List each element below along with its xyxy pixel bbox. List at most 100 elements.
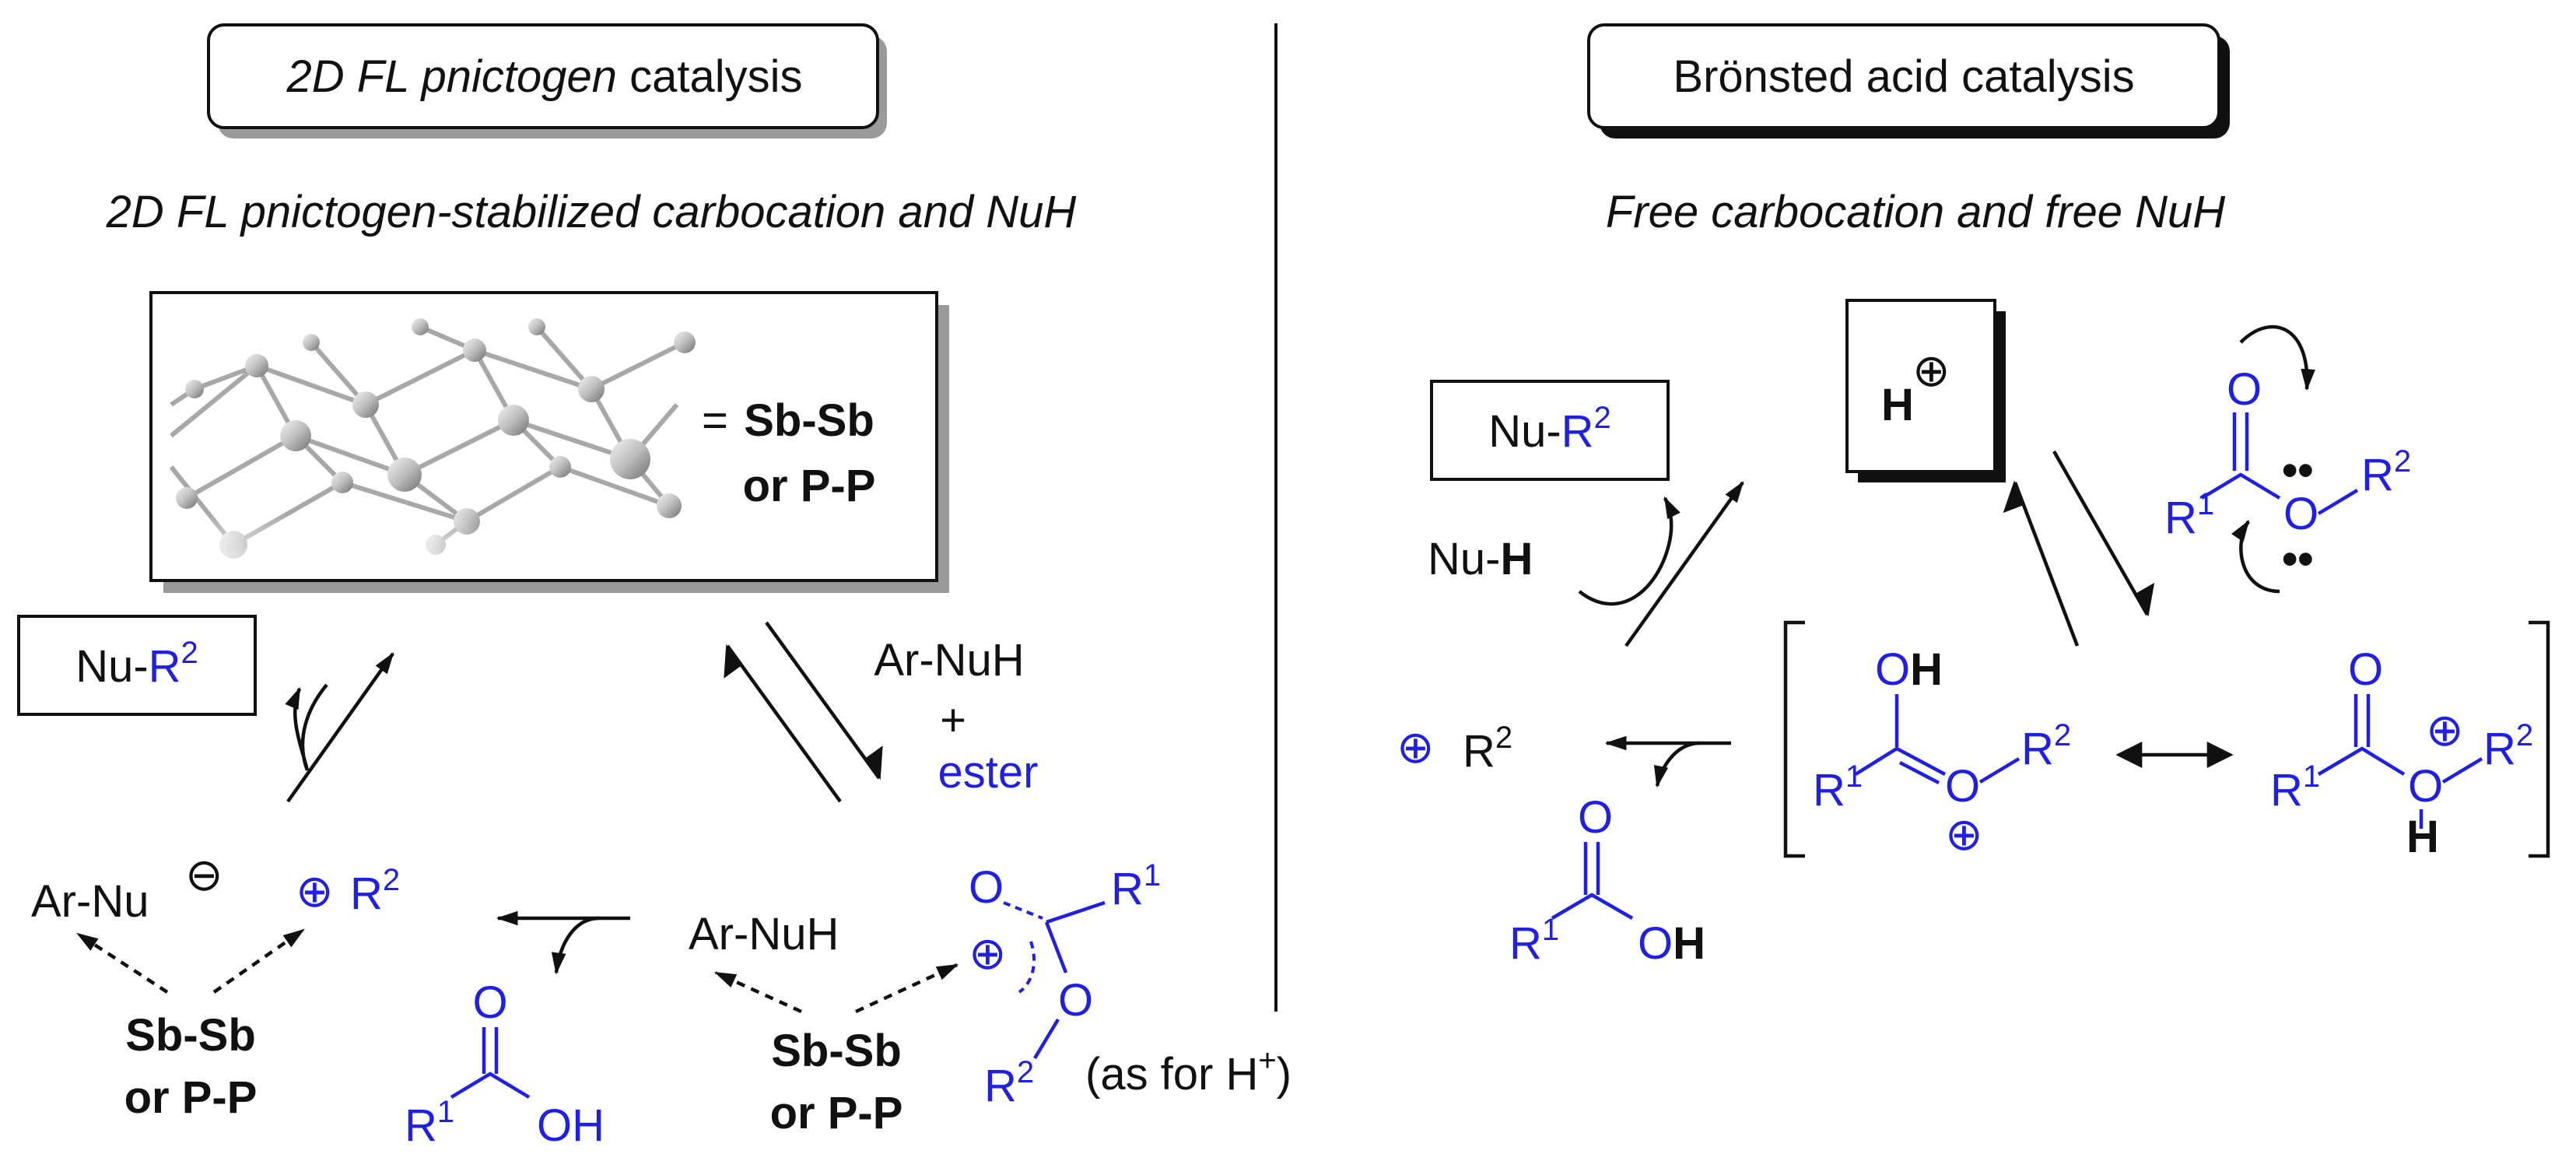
res2-r2-sup: 2 [2516, 718, 2533, 752]
left-equilibrium-up [724, 644, 842, 803]
right-ester: O R1 O •• •• R2 [2164, 364, 2411, 584]
lattice-box: = Sb-Sb or P-P [149, 291, 949, 593]
left-reagent-plus: + [940, 695, 966, 745]
right-acid-o: O [1578, 792, 1613, 843]
right-acid-release-curve [1653, 741, 1701, 788]
svg-text:OH: OH [1875, 644, 1943, 695]
left-carboxylic-acid: O R1 OH [405, 977, 605, 1151]
proton-label: H [1881, 380, 1914, 430]
right-product-r-sup: 2 [1594, 401, 1611, 435]
right-cation-r: R [1463, 726, 1495, 777]
res2-r2: R [2483, 724, 2516, 774]
svg-text:R1: R1 [1813, 759, 1863, 816]
left-subtitle: 2D FL pnictogen-stabilized carbocation a… [106, 187, 1077, 237]
left-badge-italic: pnictogen [419, 51, 617, 102]
right-acid-oh-h: H [1673, 918, 1705, 969]
left-cation-r-sup: 2 [383, 863, 400, 897]
right-acid-r-sup: 1 [1542, 913, 1559, 947]
right-cation-charge: ⊕ [1397, 722, 1435, 773]
res1-o: O [1945, 761, 1980, 812]
lattice-label-1: Sb-Sb [744, 395, 874, 446]
left-ester-o2: O [1058, 975, 1093, 1026]
svg-text:(as for H+): (as for H+) [1085, 1043, 1292, 1100]
left-surface-bond-2 [212, 928, 305, 994]
right-equilibrium-down [2052, 450, 2155, 617]
right-product-r: R [1561, 406, 1594, 457]
proton-box: H ⊕ [1845, 299, 2006, 482]
right-ester-r1-sup: 1 [2197, 487, 2214, 521]
right-ester-r2: R [2361, 450, 2394, 500]
right-lone-pair-1: •• [2282, 445, 2314, 496]
right-product-nu: Nu- [1488, 406, 1561, 457]
left-cation-r: R [350, 868, 383, 919]
left-release-arrow [286, 652, 394, 803]
right-release-arrow [1624, 481, 1744, 647]
svg-text:R1: R1 [2270, 759, 2320, 816]
resonance-bracket-left [1783, 620, 1805, 858]
right-nuh-pre: Nu- [1428, 534, 1500, 584]
right-ester-r2-sup: 2 [2394, 444, 2411, 479]
right-ester-curve-bottom [2231, 520, 2280, 594]
res1-charge: ⊕ [1945, 809, 1983, 860]
right-product-box: Nu-R2 [1430, 380, 1670, 481]
left-acid-r: R [405, 1100, 437, 1151]
svg-text:R2: R2 [2361, 444, 2411, 500]
left-note-post: ) [1277, 1049, 1292, 1100]
left-product-r-sup: 2 [181, 636, 198, 670]
svg-text:R1: R1 [1111, 858, 1161, 914]
svg-text:OH: OH [537, 1100, 605, 1151]
res1-oh-o: O [1875, 644, 1910, 695]
left-reagent-1: Ar-NuH [874, 635, 1024, 686]
right-nuh-curve [1578, 496, 1681, 606]
left-product-r: R [149, 641, 181, 692]
left-surface-bond-4 [855, 963, 959, 1014]
left-badge-post: catalysis [617, 51, 803, 102]
svg-text:Nu-R2: Nu-R2 [75, 636, 198, 692]
left-surface-2b: or P-P [770, 1088, 903, 1138]
right-badge: Brönsted acid catalysis [1587, 23, 2230, 139]
left-equilibrium-down [765, 621, 883, 780]
svg-text:R1: R1 [1509, 913, 1559, 969]
left-reagent-2: ester [938, 747, 1039, 798]
svg-text:R2: R2 [2483, 718, 2533, 774]
left-note-pre: (as for H [1085, 1049, 1258, 1100]
left-adsorbed-nuh: Ar-NuH [689, 909, 839, 959]
left-surface-bond-3 [713, 970, 802, 1014]
right-badge-text: Brönsted acid catalysis [1673, 51, 2134, 102]
left-acid-release-curve [551, 916, 600, 975]
left-ester-r2: R [984, 1061, 1017, 1111]
res1-r2-sup: 2 [2054, 718, 2071, 752]
right-lone-pair-2: •• [2282, 534, 2314, 584]
right-equilibrium-up [2003, 480, 2080, 647]
left-acid-o: O [472, 977, 507, 1028]
resonance-bracket-right [2529, 620, 2550, 858]
left-acid-oh: OH [537, 1100, 605, 1151]
right-ester-r1: R [2164, 493, 2197, 543]
res2-r1: R [2270, 765, 2303, 816]
proton-charge: ⊕ [1912, 345, 1950, 396]
res2-h: H [2406, 812, 2439, 862]
left-panel: 2D FL pnictogen catalysis 2D FL pnictoge… [17, 23, 1292, 1151]
resonance-form-2: O R1 O ⊕ R2 H [2270, 644, 2533, 862]
left-acid-r-sup: 1 [437, 1095, 454, 1129]
left-ester-r1-sup: 1 [1144, 858, 1161, 893]
left-ester-o1: O [969, 862, 1004, 913]
right-ester-o2: O [2283, 489, 2318, 539]
left-ester-r1: R [1111, 864, 1144, 914]
right-carboxylic-acid: O R1 OH [1509, 792, 1705, 969]
svg-text:Nu-R2: Nu-R2 [1488, 401, 1611, 457]
left-release-curve [295, 685, 328, 771]
svg-text:R1: R1 [2164, 487, 2214, 543]
left-note-sup: + [1258, 1043, 1276, 1078]
left-surface-1a: Sb-Sb [125, 1010, 256, 1061]
svg-text:R2: R2 [2021, 718, 2071, 774]
right-ester-o: O [2227, 364, 2262, 415]
svg-text:R1: R1 [405, 1095, 454, 1151]
resonance-form-1: OH R1 O R2 ⊕ [1813, 644, 2071, 860]
left-cation-charge: ⊕ [296, 866, 334, 917]
res1-r1-sup: 1 [1845, 759, 1863, 794]
res2-charge: ⊕ [2426, 705, 2464, 756]
left-surface-2a: Sb-Sb [771, 1026, 902, 1076]
left-surface-bond-1 [76, 932, 169, 994]
